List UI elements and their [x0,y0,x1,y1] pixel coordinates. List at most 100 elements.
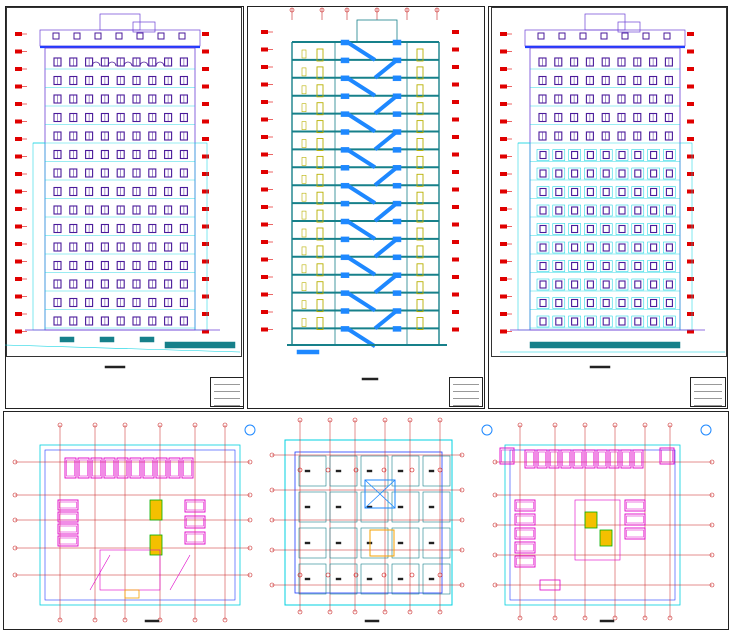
level-tag-icon [452,135,459,139]
grid-bubble [459,582,465,588]
door [301,139,307,148]
balcony [647,186,660,198]
window [650,243,658,252]
door [416,227,424,241]
parking-stall [560,449,572,469]
level-tag-icon [452,117,459,122]
level-tag-icon [452,152,459,157]
parking-stall [64,457,77,479]
window [602,280,610,289]
level-tag-icon [500,172,507,176]
stair-core [584,511,598,529]
door [316,173,324,187]
balcony [536,204,550,217]
window [602,150,610,160]
stair-landing [392,75,402,82]
level-tag-icon [261,222,268,227]
balcony [647,167,660,180]
grid-bubble [459,547,465,553]
room-label [335,577,342,581]
car-outline [574,451,582,467]
balcony [536,278,550,291]
balcony [631,297,645,309]
window [602,243,610,252]
balcony [568,241,581,254]
level-tag-icon [202,224,209,229]
level-tag-icon [687,154,694,159]
stair-landing [340,290,350,296]
parking-stall [548,449,560,469]
stair-landing [392,236,402,243]
door [416,84,424,98]
room-label [428,577,435,581]
car-outline [598,451,606,467]
room-label [335,469,342,473]
level-tag-icon [687,312,694,316]
grid-bubble [247,572,253,578]
level-tag-icon [452,240,459,244]
level-tag-icon [261,240,268,244]
column-icon [437,572,443,578]
level-tag-icon [687,49,694,54]
window [634,298,642,308]
level-tag-icon [261,47,268,52]
window [602,187,610,197]
window [634,206,642,215]
balcony [552,167,566,180]
level-tag-icon [500,119,507,124]
balcony [568,278,581,291]
door [316,263,324,277]
door [301,300,307,309]
balcony [568,315,581,328]
balcony [631,241,645,254]
room-label [428,469,435,473]
arch [91,61,101,67]
level-tag-icon [202,84,209,89]
parking-stall [116,457,129,479]
room-label [304,577,311,581]
grid-bubble [297,609,303,615]
car-outline [59,525,77,533]
door [301,67,307,77]
balcony [599,149,613,161]
door [416,48,424,62]
stair-core-roof [356,19,398,43]
roof-window [663,32,671,40]
level-tag-icon [15,102,22,106]
door [316,209,324,223]
balcony [568,167,581,180]
window [618,169,626,178]
level-tag-icon [452,170,459,174]
window [571,206,579,215]
balcony [615,204,629,217]
balcony [631,149,645,161]
level-tag-icon [261,117,268,122]
level-tag-icon [202,294,209,299]
grid-bubble [459,452,465,458]
level-tag-icon [261,152,268,157]
room-label [304,469,311,473]
balcony [536,186,550,198]
balcony [536,223,550,235]
balcony [631,167,645,180]
window [618,243,626,252]
level-tag-icon [452,82,459,87]
door [316,48,324,62]
grid-bubble [327,417,333,423]
window [650,280,658,289]
window [650,187,658,197]
grid-bubble [709,492,715,498]
level-tag-icon [261,292,268,297]
window [665,224,673,234]
level-tag-icon [687,277,694,281]
level-tag-icon [202,49,209,54]
level-tag-icon [500,154,507,159]
side-wing [194,142,208,331]
roof-window [115,32,123,40]
door [301,192,307,202]
level-tag-icon [202,102,209,106]
parking-stall [57,535,79,547]
window [665,280,673,289]
parking-stall [514,541,536,554]
stair-landing [392,39,402,46]
